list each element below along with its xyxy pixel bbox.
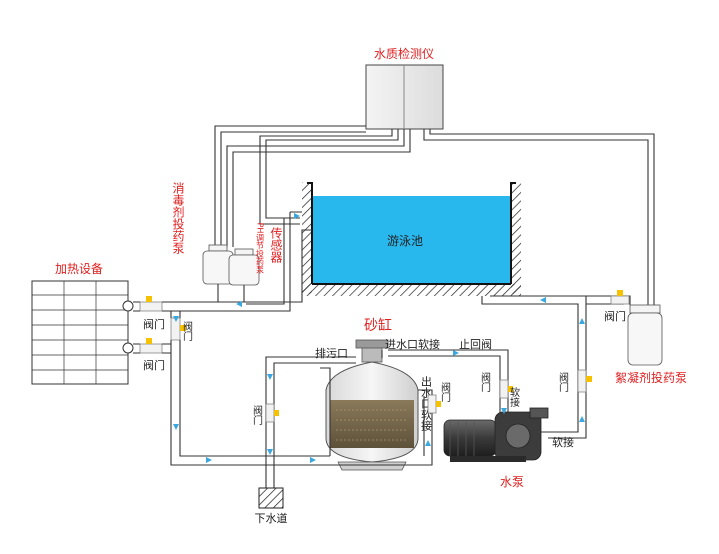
meter-pipes	[214, 125, 655, 305]
inlet-valve-label: 阀门	[479, 371, 491, 393]
right-valve-1-label: 阀门	[604, 309, 626, 323]
heater-pipes	[133, 229, 332, 466]
sewer-label: 下水道	[255, 511, 288, 525]
sewer	[258, 487, 284, 509]
drain-valve-label: 阀门	[251, 404, 263, 426]
check-valve-label: 止回阀	[459, 337, 492, 351]
right-valve-2-label: 阀门	[557, 371, 569, 393]
water-pump	[443, 407, 549, 462]
outlet-hose-label: 出水口软接	[420, 375, 433, 432]
water-quality-meter-label: 水质检测仪	[374, 46, 434, 61]
disinfectant-pump-label: 消毒剂投药泵	[171, 182, 185, 254]
sensor-pipes	[246, 211, 302, 310]
sensor-label: 传感器	[269, 226, 283, 264]
heater-valve-2-label: 阀门	[181, 320, 193, 342]
inlet-hose-label: 进水口软接	[385, 337, 440, 351]
inlet-valve	[499, 379, 513, 399]
disinfectant-bottle	[202, 244, 234, 285]
flow-arrows	[173, 213, 585, 463]
heater-label: 加热设备	[55, 262, 103, 276]
outlet-valve-label: 阀门	[439, 381, 451, 403]
pump-label: 水泵	[500, 475, 524, 489]
drain-outlet-label: 排污口	[315, 346, 348, 360]
dosing-lines	[180, 284, 245, 303]
flocculant-tank	[627, 304, 663, 366]
sand-tank-label: 砂缸	[364, 317, 392, 334]
tank-outlet-pipes	[332, 349, 509, 466]
drain-pipes	[265, 356, 356, 488]
heater-valve-lower	[139, 338, 163, 354]
heater-valve-upper	[139, 296, 163, 312]
soft-joint-2-label: 软接	[552, 435, 574, 449]
svg-text:传感器: 传感器	[269, 226, 283, 264]
sand-filter-tank	[325, 339, 419, 471]
right-valve-upper	[610, 290, 630, 305]
ph-bottle	[228, 248, 260, 286]
swimming-pool	[302, 182, 521, 296]
soft-joint-1-label: 软接	[508, 386, 520, 408]
right-valve-lower	[577, 369, 592, 393]
drain-valve	[265, 403, 279, 423]
water-quality-meter	[365, 64, 444, 130]
heater	[31, 280, 134, 385]
pool-label: 游泳池	[387, 234, 423, 248]
heater-valve-1-label: 阀门	[143, 317, 165, 331]
ph-pump-label: PH调节投药泵	[256, 223, 265, 274]
flocculant-pump-label: 絮凝剂投药泵	[615, 370, 687, 385]
heater-valve-3-label: 阀门	[143, 358, 165, 372]
outlet-valve	[427, 394, 441, 414]
